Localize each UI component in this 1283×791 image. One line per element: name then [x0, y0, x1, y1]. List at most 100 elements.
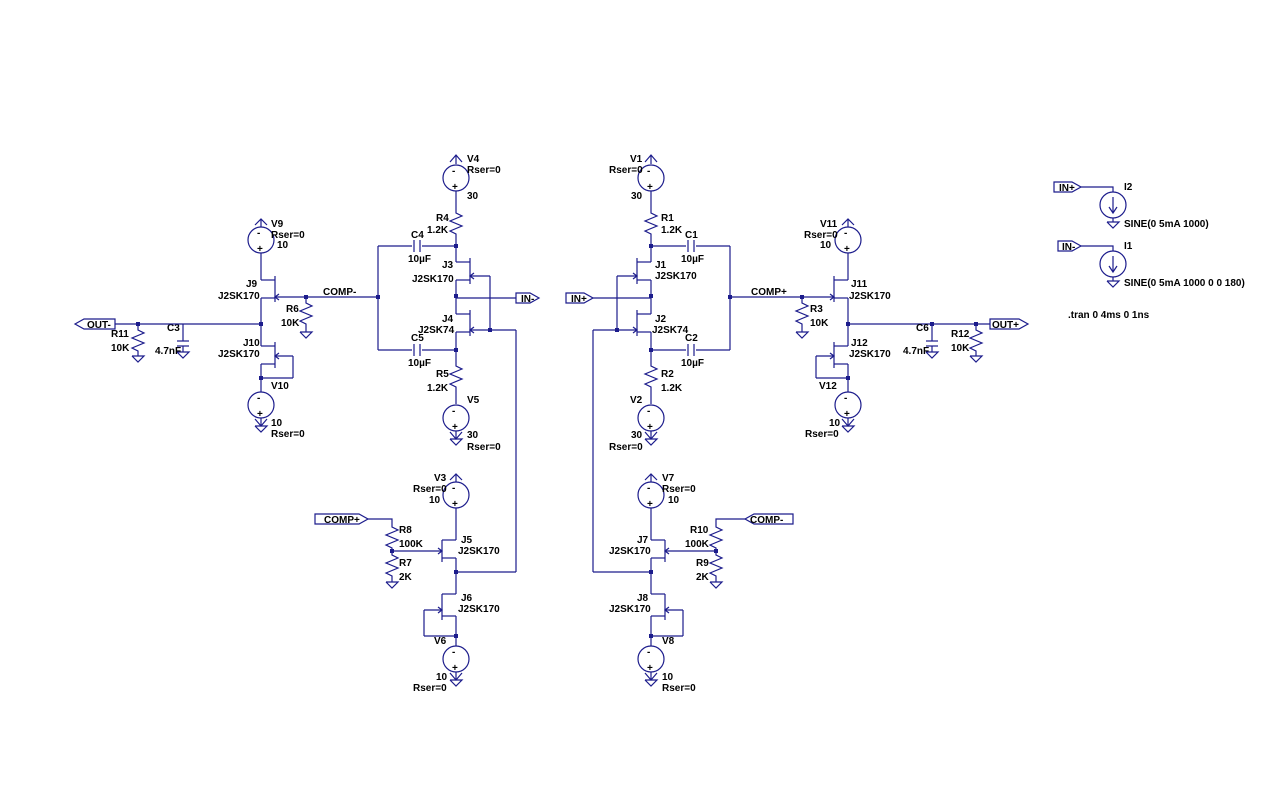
r10-name: R10: [690, 525, 709, 536]
c5-value: 10µF: [408, 358, 431, 369]
jfet-j11[interactable]: [802, 276, 849, 346]
v3-name: V3: [434, 473, 447, 484]
r6-value: 10K: [281, 318, 300, 329]
voltage-source-v9[interactable]: - +: [247, 218, 275, 280]
r10-value: 100K: [685, 539, 710, 550]
in-plus-label-source: IN+: [1059, 183, 1075, 194]
r5-value: 1.2K: [427, 383, 449, 394]
j4-name: J4: [442, 314, 454, 325]
jfet-j9[interactable]: [260, 276, 306, 346]
capacitor-c3[interactable]: [176, 324, 191, 359]
svg-text:+: +: [452, 499, 458, 510]
jfet-j5[interactable]: [437, 539, 457, 594]
in-plus-label-right: IN+: [571, 294, 587, 305]
v12-name: V12: [819, 381, 837, 392]
capacitor-c2[interactable]: [687, 344, 695, 356]
r2-name: R2: [661, 369, 674, 380]
signal-sources: IN+ I2 SINE(0 5mA 1000) IN- I1 SINE(0 5m…: [1053, 181, 1245, 321]
comp-plus-port-left[interactable]: [314, 513, 370, 525]
comp-minus-node-label: COMP-: [323, 287, 356, 298]
ground-symbols: [254, 425, 856, 687]
capacitor-c6[interactable]: [925, 324, 940, 359]
in-minus-port-source[interactable]: [1057, 240, 1083, 252]
v6-value: 10: [436, 672, 448, 683]
v7-value: 10: [668, 495, 680, 506]
resistor-r2[interactable]: [643, 350, 659, 404]
resistor-r9[interactable]: [708, 551, 724, 589]
voltage-source-v1[interactable]: - +: [637, 154, 665, 210]
svg-text:+: +: [647, 182, 653, 193]
voltage-source-v8[interactable]: - +: [637, 645, 665, 681]
v1-name: V1: [630, 154, 643, 165]
r7-name: R7: [399, 558, 412, 569]
out-minus-port[interactable]: [73, 318, 116, 330]
j6-name: J6: [461, 593, 473, 604]
capacitor-c4[interactable]: [413, 240, 421, 252]
comp-minus-port-right[interactable]: [743, 513, 794, 525]
v10-rser: Rser=0: [271, 429, 305, 440]
j10-name: J10: [243, 338, 260, 349]
comp-plus-node-label: COMP+: [751, 287, 787, 298]
svg-text:-: -: [844, 228, 847, 239]
comp-plus-label-left: COMP+: [324, 515, 360, 526]
c6-value: 4.7nF: [903, 346, 929, 357]
j8-model: J2SK170: [609, 604, 651, 615]
svg-text:-: -: [647, 483, 650, 494]
c1-name: C1: [685, 230, 698, 241]
out-plus-port[interactable]: [989, 318, 1030, 330]
svg-text:-: -: [452, 647, 455, 658]
r4-value: 1.2K: [427, 225, 449, 236]
jfet-j6[interactable]: [423, 593, 457, 646]
jfet-j7[interactable]: [650, 539, 670, 594]
v9-name: V9: [271, 219, 284, 230]
voltage-source-v3[interactable]: - +: [442, 473, 470, 540]
resistor-r1[interactable]: [643, 210, 659, 246]
in-plus-port-right[interactable]: [565, 292, 595, 304]
in-plus-port-source[interactable]: [1053, 181, 1083, 193]
jfet-j4[interactable]: [455, 298, 516, 350]
resistor-r6[interactable]: [298, 297, 314, 339]
svg-text:+: +: [452, 422, 458, 433]
jfet-j8[interactable]: [650, 593, 684, 646]
jfet-j12[interactable]: [815, 342, 849, 392]
resistor-r7[interactable]: [384, 551, 400, 589]
voltage-source-v11[interactable]: - +: [834, 218, 862, 280]
voltage-source-v5[interactable]: - +: [442, 404, 470, 440]
c2-value: 10µF: [681, 358, 704, 369]
j7-name: J7: [637, 535, 649, 546]
jfet-j2[interactable]: [593, 298, 652, 350]
resistor-r11[interactable]: [130, 324, 146, 363]
v9-rser: Rser=0: [271, 230, 305, 241]
resistor-r5[interactable]: [448, 350, 464, 404]
v6-name: V6: [434, 636, 447, 647]
resistor-r4[interactable]: [448, 210, 464, 246]
resistor-r3[interactable]: [794, 297, 810, 339]
jfet-j1[interactable]: [617, 246, 652, 296]
current-source-i1[interactable]: [1099, 250, 1127, 288]
j10-model: J2SK170: [218, 349, 260, 360]
r2-value: 1.2K: [661, 383, 683, 394]
j8-name: J8: [637, 593, 649, 604]
voltage-source-v4[interactable]: - +: [442, 154, 470, 210]
v11-rser: Rser=0: [804, 230, 838, 241]
resistor-r8[interactable]: [384, 524, 400, 551]
j2-model: J2SK74: [652, 325, 689, 336]
in-minus-label-left: IN-: [521, 294, 534, 305]
r1-name: R1: [661, 213, 674, 224]
current-source-i2[interactable]: [1099, 191, 1127, 229]
resistor-r10[interactable]: [708, 524, 724, 551]
jfet-j3[interactable]: [455, 246, 490, 296]
capacitor-c5[interactable]: [413, 344, 421, 356]
in-minus-port-left[interactable]: [515, 292, 541, 304]
capacitor-c1[interactable]: [687, 240, 695, 252]
voltage-source-v7[interactable]: - +: [637, 473, 665, 540]
j5-name: J5: [461, 535, 473, 546]
resistor-r12[interactable]: [968, 324, 984, 363]
j1-model: J2SK170: [655, 271, 697, 282]
voltage-source-v2[interactable]: - +: [637, 404, 665, 440]
comp-minus-label-right: COMP-: [750, 515, 783, 526]
v7-rser: Rser=0: [662, 484, 696, 495]
v4-rser: Rser=0: [467, 165, 501, 176]
spice-directive[interactable]: .tran 0 4ms 0 1ns: [1068, 310, 1150, 321]
